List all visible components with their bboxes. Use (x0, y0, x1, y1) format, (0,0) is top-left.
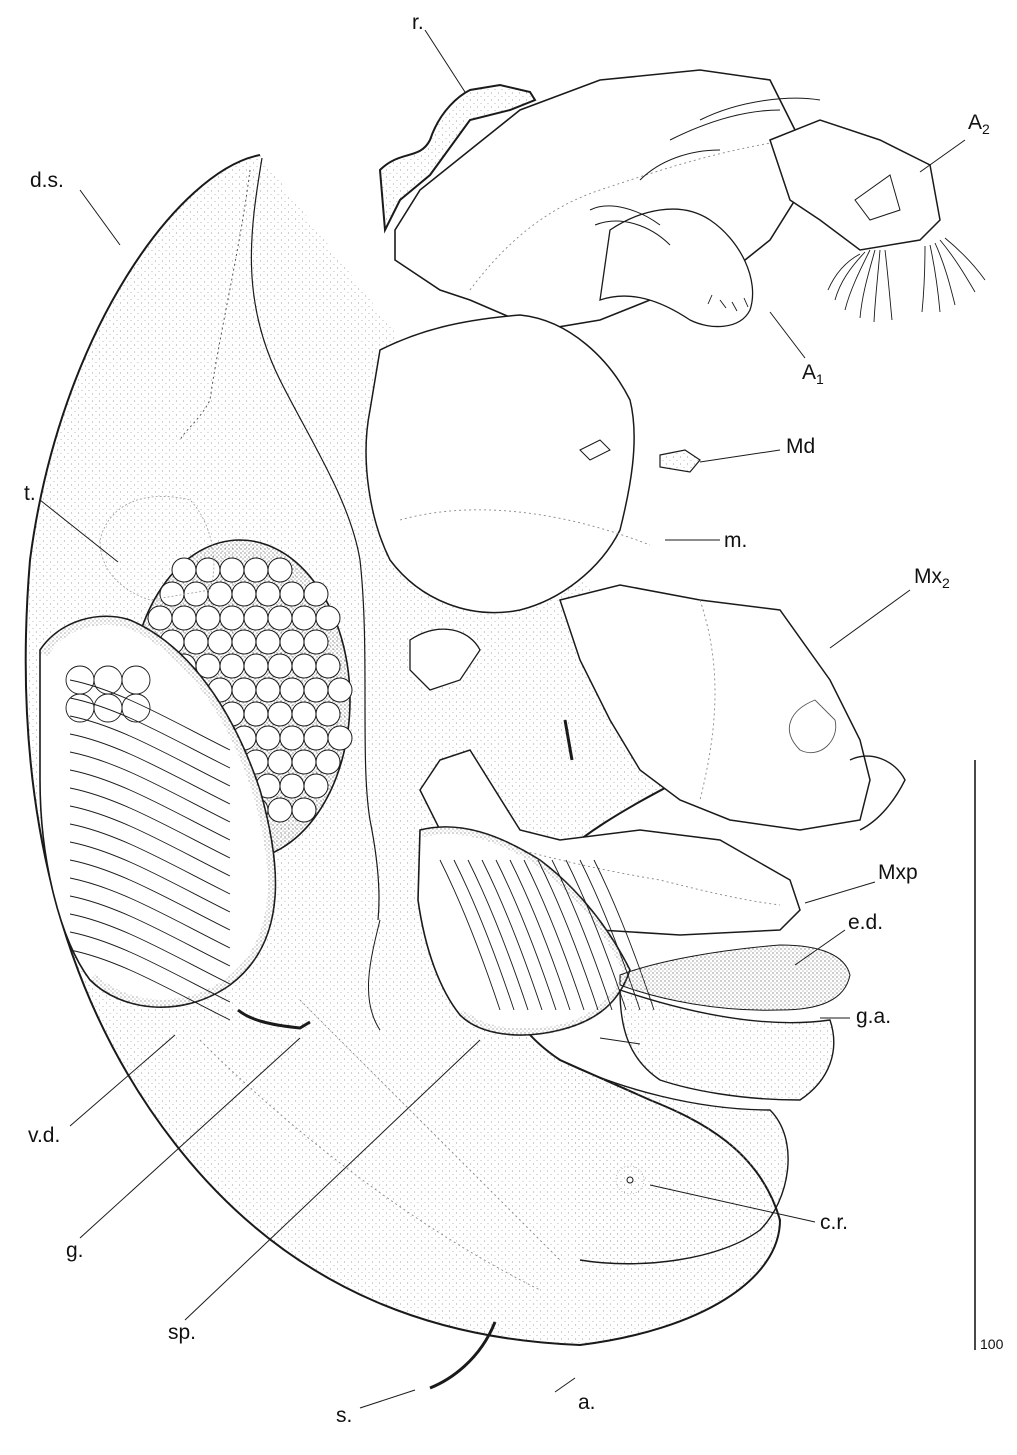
testis-cell (160, 582, 184, 606)
testis-cell (268, 750, 292, 774)
testis-cell (232, 678, 256, 702)
testis-cell (196, 558, 220, 582)
label-mandible: Md (786, 436, 815, 457)
testis-cell (256, 726, 280, 750)
testis-cell (232, 582, 256, 606)
label-vas-deferens: v.d. (28, 1125, 60, 1146)
label-antenna-1: A1 (802, 362, 824, 386)
label-mouth: m. (724, 530, 747, 551)
testis-cell (268, 558, 292, 582)
testis-cell (292, 702, 316, 726)
testis-cell (220, 558, 244, 582)
testis-cell (292, 750, 316, 774)
testis-cell (232, 630, 256, 654)
testis-cell (304, 678, 328, 702)
testis-cell (268, 654, 292, 678)
label-rostrum: r. (412, 12, 424, 33)
label-spermatophore: sp. (168, 1322, 196, 1343)
testis-cell (184, 630, 208, 654)
mandible-tip (660, 450, 700, 472)
testis-cell (244, 702, 268, 726)
testis-cell (244, 654, 268, 678)
testis-cell (316, 702, 340, 726)
testis-cell (268, 798, 292, 822)
label-antenna-1-main: A (802, 361, 816, 384)
label-maxilla-2: Mx2 (914, 566, 950, 590)
label-testis: t. (24, 483, 36, 504)
testis-cell (280, 582, 304, 606)
testis-cell (196, 606, 220, 630)
testis-cell (256, 678, 280, 702)
testis-cell (172, 606, 196, 630)
label-gut: g. (66, 1240, 84, 1261)
testis-cell (268, 606, 292, 630)
testis-cell (208, 582, 232, 606)
testis-cell (268, 702, 292, 726)
label-maxilla-2-sub: 2 (942, 575, 950, 591)
testis-cell (304, 774, 328, 798)
testis-cell (280, 678, 304, 702)
label-maxilla-2-main: Mx (914, 565, 942, 588)
testis-cell (280, 726, 304, 750)
testis-cell (244, 606, 268, 630)
label-ejaculatory-duct: e.d. (848, 912, 883, 933)
testis-cell (208, 630, 232, 654)
testis-cell (316, 654, 340, 678)
testis-cell (256, 630, 280, 654)
label-antenna-1-sub: 1 (816, 371, 824, 387)
testis-cell (172, 558, 196, 582)
testis-cell (148, 606, 172, 630)
label-antenna-2-sub: 2 (982, 121, 990, 137)
antenna-2-setae (828, 238, 985, 322)
testis-cell (292, 798, 316, 822)
testis-cell (316, 750, 340, 774)
testis-cell (328, 678, 352, 702)
testis-cell (304, 582, 328, 606)
label-genital-aperture: g.a. (856, 1006, 891, 1027)
label-seta: s. (336, 1405, 352, 1426)
antenna-2 (770, 120, 940, 250)
testis-cell (220, 606, 244, 630)
testis-cell (328, 726, 352, 750)
testis-cell (316, 606, 340, 630)
testis-cell (280, 630, 304, 654)
label-antenna-2: A2 (968, 112, 990, 136)
testis-cell (304, 726, 328, 750)
testis-cell (220, 654, 244, 678)
label-dorsal-shield: d.s. (30, 170, 64, 191)
label-caudal-ramus: c.r. (820, 1212, 848, 1233)
scale-bar-label: 100 (980, 1336, 1003, 1352)
testis-cell (292, 654, 316, 678)
testis-cell (244, 558, 268, 582)
testis-cell (292, 606, 316, 630)
testis-cell (256, 582, 280, 606)
testis-cell (304, 630, 328, 654)
maxilla-1-region (366, 315, 634, 613)
testis-cell (280, 774, 304, 798)
label-anus: a. (578, 1392, 596, 1413)
label-antenna-2-main: A (968, 111, 982, 134)
label-maxilliped: Mxp (878, 862, 918, 883)
caudal-ramus (616, 1166, 644, 1194)
